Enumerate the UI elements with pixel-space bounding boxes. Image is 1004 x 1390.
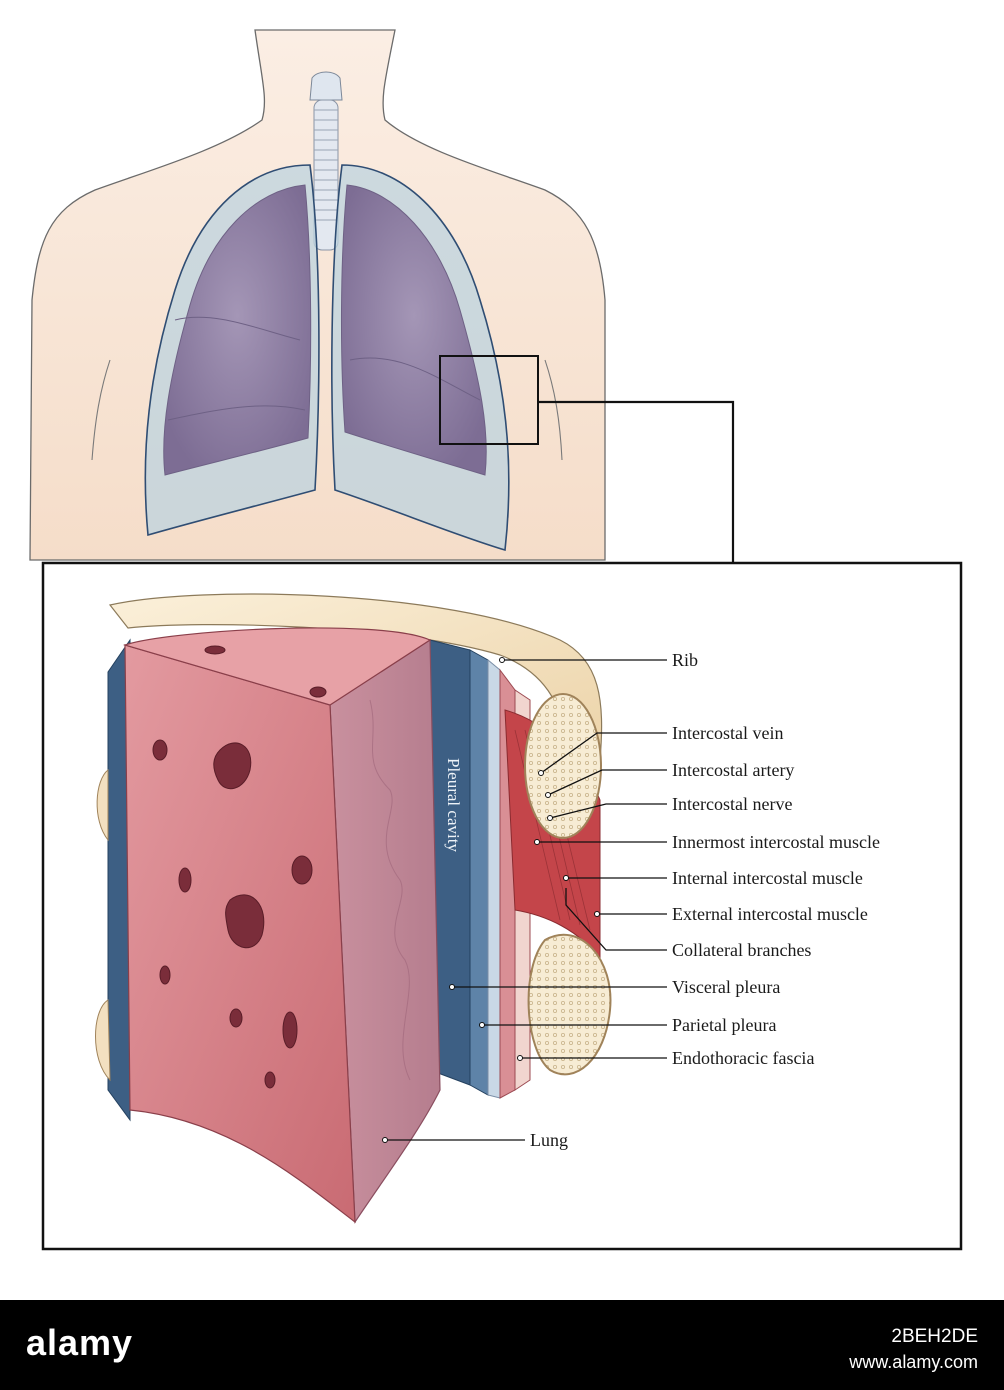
label-collateral-branches: Collateral branches [672, 940, 811, 960]
label-intercostal-nerve: Intercostal nerve [672, 794, 792, 814]
label-external-intercostal-muscle: External intercostal muscle [672, 904, 868, 924]
trachea [309, 71, 343, 251]
label-intercostal-artery: Intercostal artery [672, 760, 794, 780]
stock-footer-bar: alamy 2BEH2DE www.alamy.com [0, 1300, 1004, 1390]
label-endothoracic-fascia: Endothoracic fascia [672, 1048, 814, 1068]
left-lung [331, 164, 510, 552]
site-url: www.alamy.com [849, 1352, 978, 1372]
image-id: 2BEH2DE [891, 1326, 978, 1347]
label-rib: Rib [672, 650, 698, 670]
leader-lines [382, 657, 667, 1143]
label-lung: Lung [530, 1130, 568, 1150]
label-internal-intercostal-muscle: Internal intercostal muscle [672, 868, 863, 888]
tissue-block [95, 593, 612, 1224]
label-group: Rib Intercostal vein Intercostal artery … [530, 650, 880, 1150]
pleural-cavity-label: Pleural cavity [444, 758, 463, 852]
label-parietal-pleura: Parietal pleura [672, 1015, 776, 1035]
brand-logo: alamy [26, 1322, 134, 1363]
right-lung [144, 164, 320, 537]
label-visceral-pleura: Visceral pleura [672, 977, 780, 997]
label-intercostal-vein: Intercostal vein [672, 723, 783, 743]
label-innermost-intercostal-muscle: Innermost intercostal muscle [672, 832, 880, 852]
pleura-anatomy-illustration: Pleural cavity Rib Intercostal vein Inte… [29, 29, 963, 1251]
zoom-indicator [439, 355, 735, 562]
